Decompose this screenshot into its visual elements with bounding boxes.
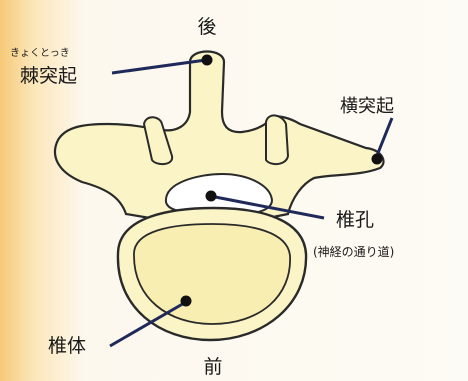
label-vertebral-foramen: 椎孔 <box>336 209 374 231</box>
label-spinous-process: 棘突起 <box>20 65 77 87</box>
label-transverse-process: 横突起 <box>340 96 394 117</box>
articular-process-right <box>266 115 288 164</box>
marker-transverse <box>372 154 383 165</box>
marker-foramen <box>206 191 217 202</box>
marker-spinous <box>202 55 213 66</box>
label-posterior: 後 <box>197 16 216 38</box>
label-anterior: 前 <box>203 356 222 378</box>
label-vertebral-foramen-note: (神経の通り道) <box>313 245 394 259</box>
label-spinous-reading: きょくとっき <box>10 47 70 59</box>
marker-body <box>181 296 192 307</box>
label-vertebral-body: 椎体 <box>48 335 86 357</box>
